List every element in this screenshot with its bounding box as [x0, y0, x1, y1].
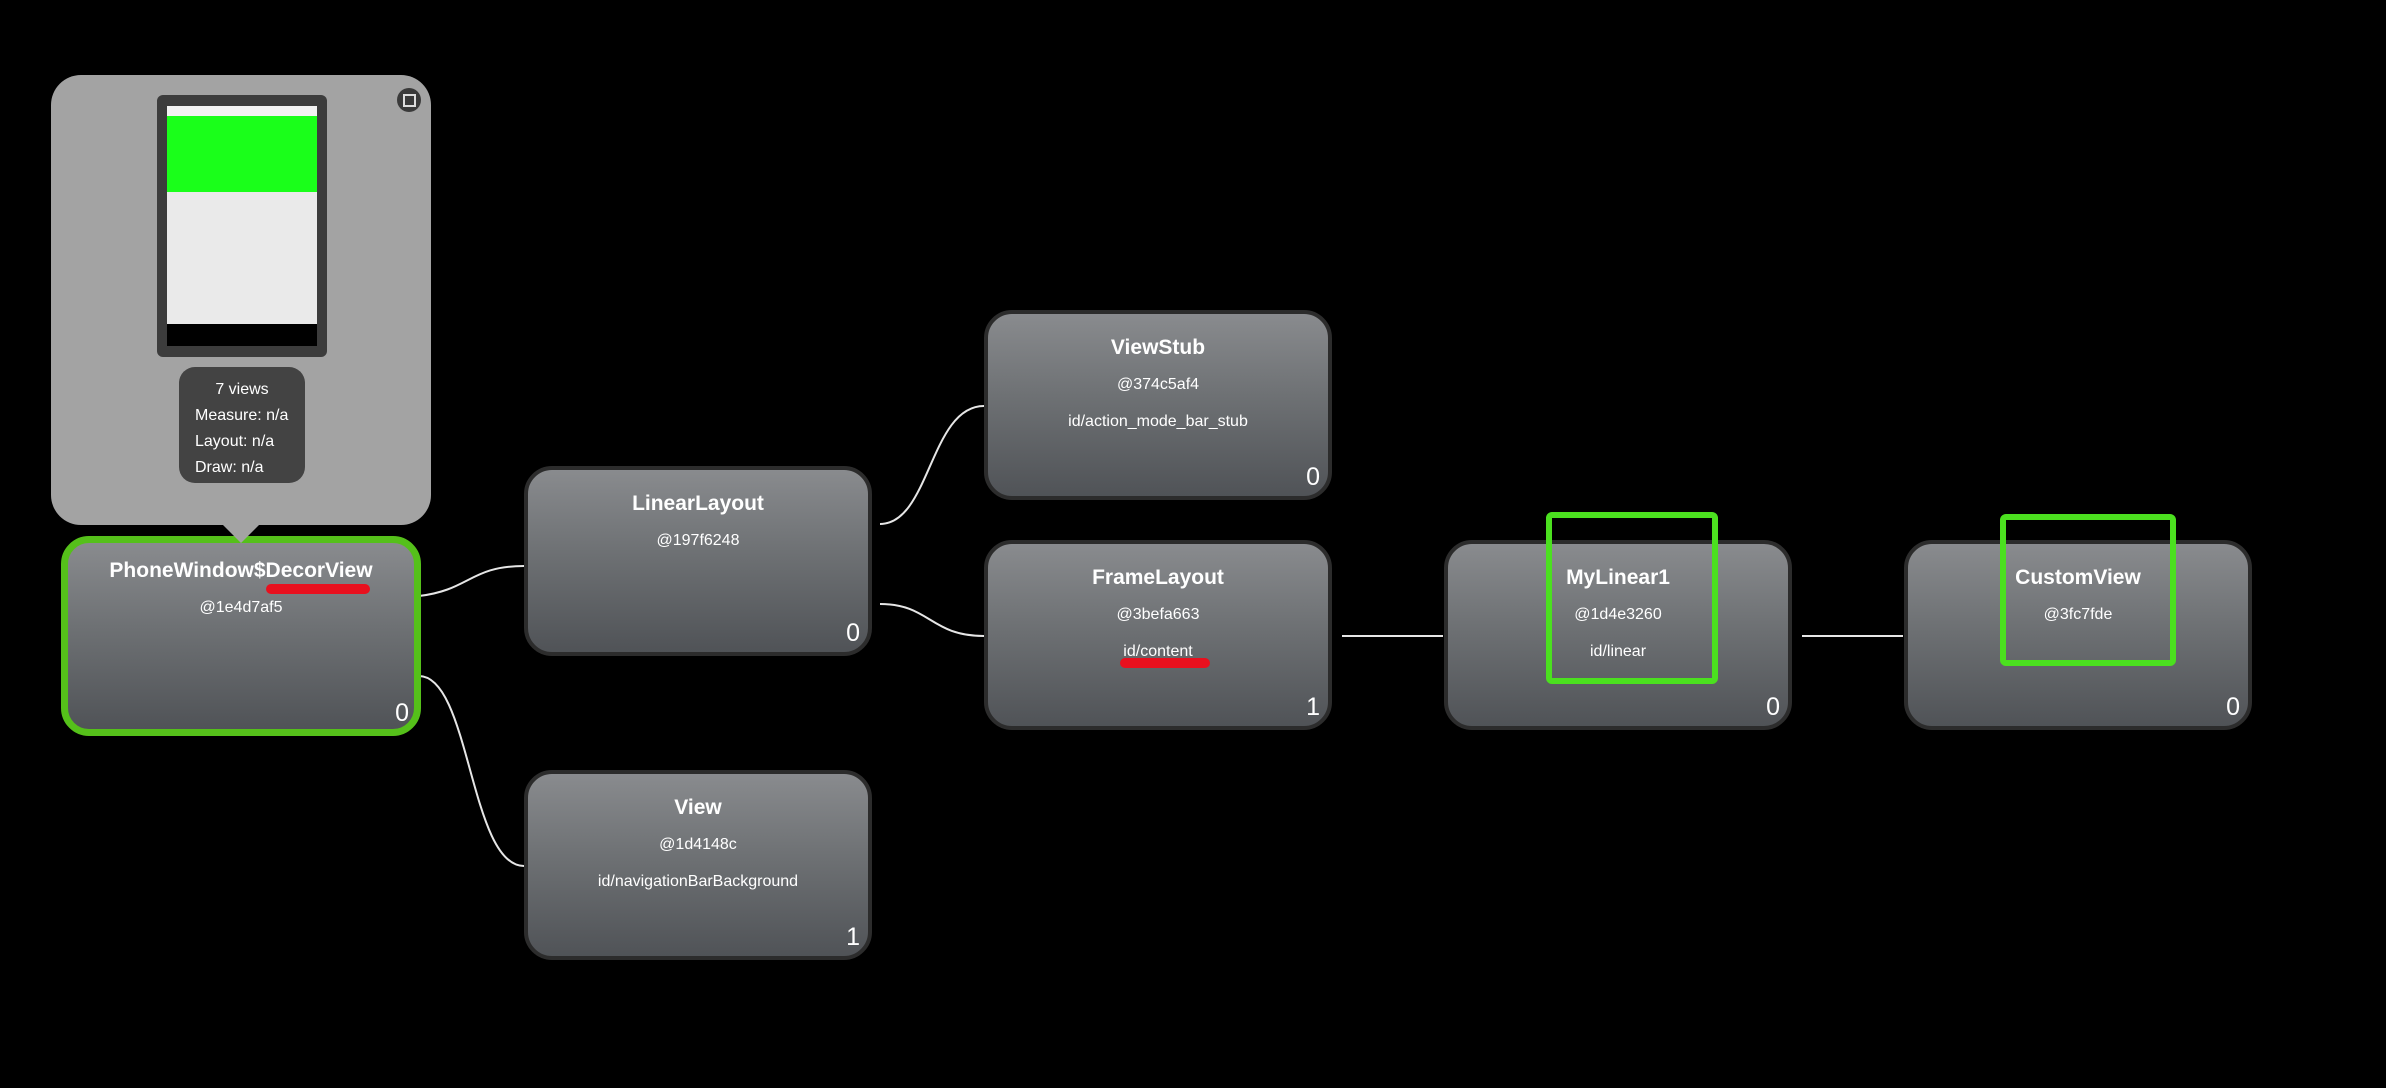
maximize-square-icon[interactable] [397, 88, 421, 112]
node-id: id/linear [1589, 643, 1647, 660]
stats-draw: Draw: n/a [195, 459, 264, 476]
node-title: CustomView [2015, 566, 2141, 589]
annotation-highlight-mylinear1 [1546, 512, 1718, 684]
popover-arrow [222, 524, 260, 543]
node-linearlayout[interactable]: LinearLayout @197f6248 0 [524, 466, 872, 656]
node-framelayout[interactable]: FrameLayout @3befa663 id/content 1 [984, 540, 1332, 730]
phone-screen [167, 106, 317, 346]
phone-preview [157, 95, 327, 357]
connector-decor-view [418, 675, 525, 867]
node-child-count: 0 [395, 699, 409, 727]
node-child-count: 1 [1306, 693, 1320, 721]
node-child-count: 0 [1766, 693, 1780, 721]
node-hash: @1e4d7af5 [199, 599, 283, 616]
node-id: id/content [1123, 643, 1193, 660]
annotation-underline-decorview [266, 584, 370, 594]
node-title: View [674, 796, 722, 819]
node-hash: @1d4e3260 [1574, 606, 1662, 623]
node-id: id/navigationBarBackground [597, 873, 799, 890]
preview-navigation-bar [167, 324, 317, 346]
node-hash: @1d4148c [659, 836, 737, 853]
node-customview[interactable]: CustomView @3fc7fde 0 [1904, 540, 2252, 730]
stats-measure: Measure: n/a [195, 407, 289, 424]
node-title: MyLinear1 [1566, 566, 1670, 589]
node-hash: @374c5af4 [1116, 376, 1200, 393]
node-title: LinearLayout [632, 492, 764, 515]
connector-linear-frame [879, 603, 985, 637]
node-child-count: 0 [846, 619, 860, 647]
node-child-count: 0 [2226, 693, 2240, 721]
node-hash: @197f6248 [656, 532, 740, 549]
preview-green-view [167, 116, 317, 192]
preview-status-bar [167, 106, 317, 116]
view-preview-popover: 7 views Measure: n/a Layout: n/a Draw: n… [51, 75, 431, 543]
connector-decor-linear [418, 565, 525, 597]
view-stats-panel: 7 views Measure: n/a Layout: n/a Draw: n… [179, 367, 305, 483]
node-viewstub[interactable]: ViewStub @374c5af4 id/action_mode_bar_st… [984, 310, 1332, 500]
node-title: PhoneWindow$DecorView [109, 559, 373, 582]
connector-linear-stub [879, 405, 985, 525]
annotation-highlight-customview [2000, 514, 2176, 666]
annotation-underline-content [1120, 658, 1210, 668]
node-child-count: 1 [846, 923, 860, 951]
node-hash: @3fc7fde [2043, 606, 2113, 623]
stats-layout: Layout: n/a [195, 433, 275, 450]
node-mylinear1[interactable]: MyLinear1 @1d4e3260 id/linear 0 [1444, 540, 1792, 730]
stats-view-count: 7 views [215, 381, 269, 398]
node-hash: @3befa663 [1116, 606, 1200, 623]
node-decorview[interactable]: PhoneWindow$DecorView @1e4d7af5 0 [61, 536, 421, 736]
node-title: ViewStub [1110, 336, 1206, 359]
node-view-navigationbar[interactable]: View @1d4148c id/navigationBarBackground… [524, 770, 872, 960]
node-child-count: 0 [1306, 463, 1320, 491]
node-id: id/action_mode_bar_stub [1068, 413, 1248, 430]
node-title: FrameLayout [1092, 566, 1224, 589]
